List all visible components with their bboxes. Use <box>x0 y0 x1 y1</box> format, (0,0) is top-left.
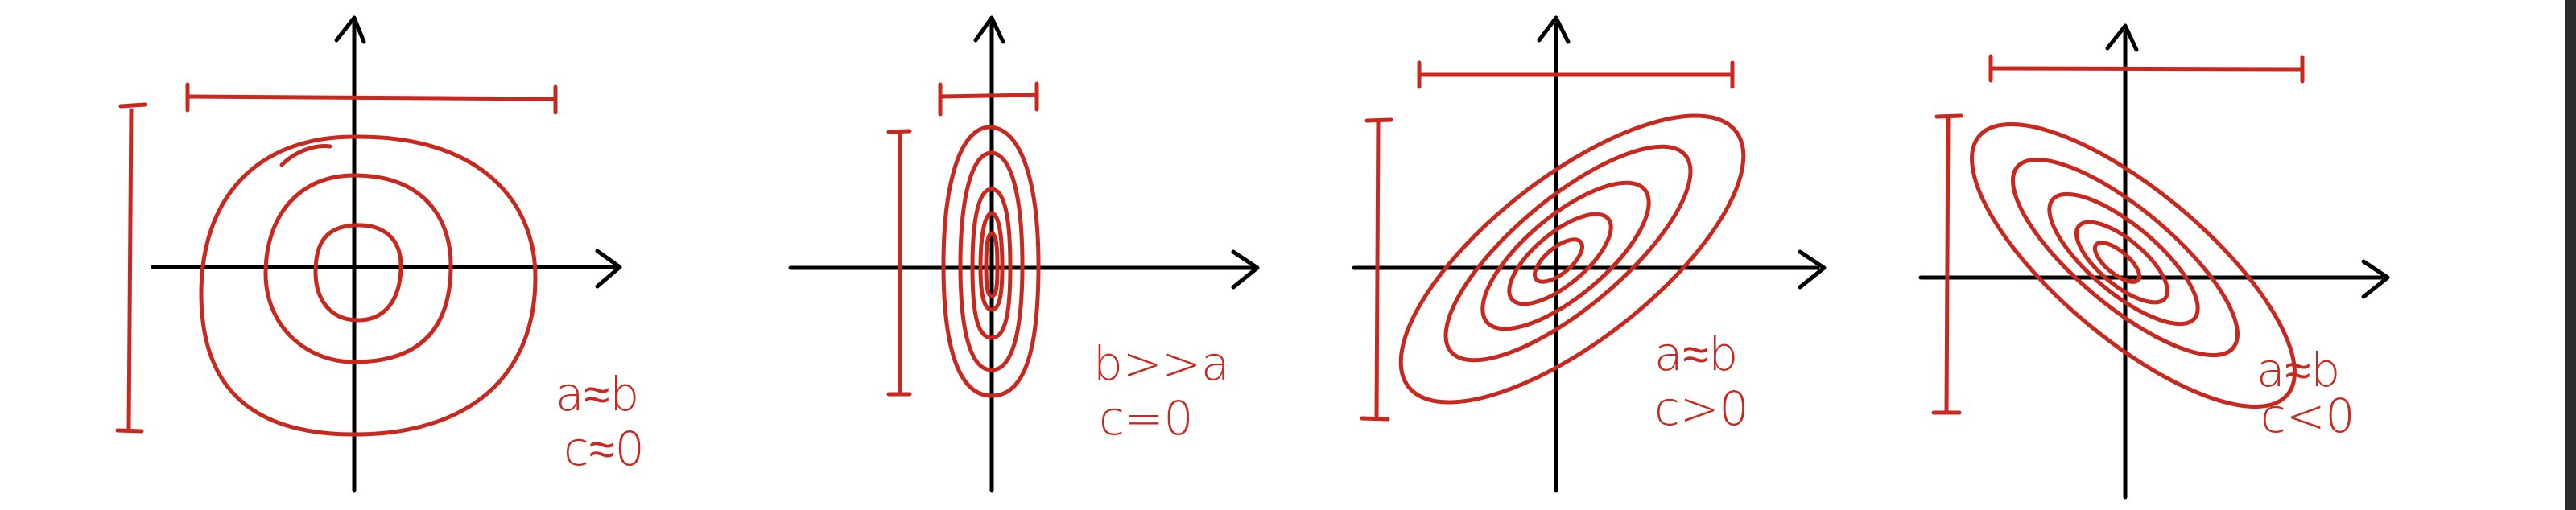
axes <box>151 15 622 493</box>
contour-4 <box>2074 220 2170 305</box>
width-bracket <box>185 94 558 101</box>
height-bracket <box>1944 114 1951 415</box>
label-circular: a≈b c≈0 <box>555 367 645 476</box>
contour-5 <box>984 231 1000 298</box>
label-vertical: b>>a c=0 <box>1093 336 1230 446</box>
y-axis-arrowhead <box>2105 23 2139 52</box>
axes <box>1918 23 2390 500</box>
y-axis-arrowhead <box>973 15 1005 44</box>
contour-inner <box>1533 237 1584 284</box>
label-line-2: c=0 <box>1099 391 1193 446</box>
y-axis-arrowhead <box>334 15 366 44</box>
contour-3 <box>1480 180 1651 331</box>
y-axis-arrowhead <box>1537 15 1571 44</box>
label-line-1: b>>a <box>1093 336 1230 391</box>
panel-positive: a≈b c>0 <box>1352 15 1827 493</box>
width-bracket <box>938 93 1039 99</box>
contour-2 <box>958 150 1025 372</box>
contour-outer <box>1398 113 1746 405</box>
contour-outer <box>1970 122 2297 409</box>
contours <box>1970 122 2297 409</box>
panel-circular: a≈b c≈0 <box>115 15 645 493</box>
contour-1 <box>941 125 1041 398</box>
contours <box>1398 113 1746 405</box>
contour-inner <box>2092 241 2142 284</box>
x-axis-arrowhead <box>595 249 622 289</box>
spread-brackets <box>886 81 1039 397</box>
contour-2 <box>2011 157 2240 358</box>
label-line-1: a≈b <box>1654 327 1738 381</box>
spread-brackets <box>1360 60 1735 422</box>
right-frame-strip <box>2565 0 2576 510</box>
x-axis-arrowhead <box>1231 249 1260 290</box>
height-bracket <box>1374 118 1381 421</box>
contour-middle <box>263 173 453 364</box>
panel-negative: a≈b c<0 <box>1918 23 2390 500</box>
spread-brackets <box>115 82 558 434</box>
height-bracket <box>126 108 134 431</box>
x-axis-arrowhead <box>2361 259 2390 299</box>
label-line-2: c<0 <box>2260 389 2355 443</box>
contour-4 <box>978 211 1005 312</box>
contour-outer <box>199 134 538 437</box>
contour-scribble <box>279 144 332 167</box>
label-line-1: a≈b <box>2256 343 2340 397</box>
contour-3 <box>2047 191 2200 327</box>
contour-3 <box>970 187 1013 340</box>
label-line-1: a≈b <box>555 367 639 422</box>
spread-brackets <box>1931 54 2305 415</box>
contours <box>941 125 1041 398</box>
contour-2 <box>1443 144 1693 363</box>
label-negative: a≈b c<0 <box>2256 343 2355 443</box>
width-bracket <box>1988 66 2305 72</box>
label-line-2: c≈0 <box>564 422 645 476</box>
contour-inner <box>313 223 403 323</box>
panel-vertical: b>>a c=0 <box>788 15 1260 493</box>
contour-4 <box>1507 212 1613 306</box>
label-positive: a≈b c>0 <box>1654 327 1748 436</box>
contours <box>199 134 538 437</box>
label-line-2: c>0 <box>1654 381 1748 436</box>
x-axis-arrowhead <box>1798 249 1827 290</box>
